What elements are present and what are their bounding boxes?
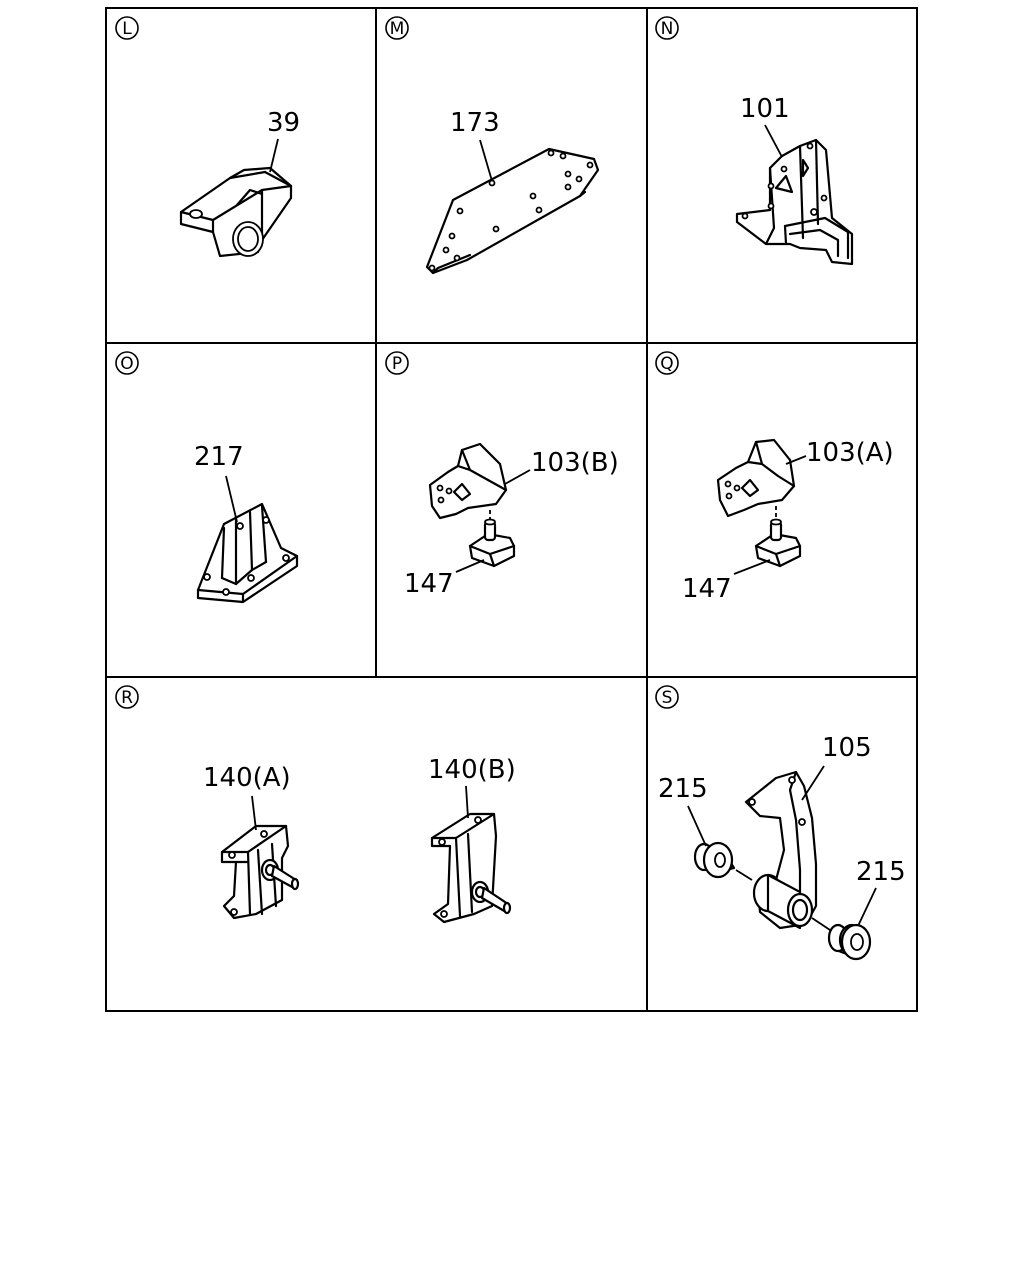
leader-line <box>733 559 771 575</box>
part-label-147: 147 <box>404 569 454 599</box>
leader-line <box>225 475 238 523</box>
mounting-plate-part-173[interactable] <box>425 147 600 275</box>
panel-id-badge: O <box>115 351 139 375</box>
part-label-217: 217 <box>194 442 244 472</box>
part-label-215: 215 <box>856 857 906 887</box>
engine-mount-bracket-part-39[interactable] <box>179 166 293 258</box>
center-line <box>735 869 753 881</box>
panel-n: N 101 <box>655 16 854 266</box>
svg-text:O: O <box>120 354 133 374</box>
leader-line <box>465 785 469 819</box>
leader-line <box>687 805 707 847</box>
svg-text:S: S <box>662 688 673 708</box>
panel-p: P 103(B) 147 <box>385 351 619 599</box>
leader-line <box>857 887 877 927</box>
mount-bracket-part-103a[interactable] <box>716 438 796 518</box>
bushing-part-215-left[interactable] <box>693 841 736 879</box>
bracket-arm-part-105[interactable] <box>744 770 818 930</box>
center-line <box>811 917 831 931</box>
panel-id-badge: N <box>655 16 679 40</box>
bushing-part-215-right[interactable] <box>827 923 872 961</box>
part-label-39: 39 <box>267 108 300 138</box>
panel-id-badge: M <box>385 16 409 40</box>
part-label-215: 215 <box>658 774 708 804</box>
leader-line <box>251 795 257 831</box>
panel-r: R 140(A) 140(B) <box>115 685 516 924</box>
leader-line <box>479 139 493 182</box>
part-label-140b: 140(B) <box>428 755 516 785</box>
panel-id-badge: R <box>115 685 139 709</box>
svg-text:N: N <box>661 19 674 39</box>
svg-text:Q: Q <box>660 354 673 374</box>
diagram-grid <box>105 7 918 1012</box>
leader-line <box>504 469 531 485</box>
engine-mount-part-140a[interactable] <box>220 824 300 920</box>
panel-s: S 105 <box>655 685 906 961</box>
panel-id-badge: L <box>115 16 139 40</box>
bracket-assembly-part-101[interactable] <box>735 138 854 266</box>
svg-text:L: L <box>122 19 132 39</box>
mount-bracket-part-217[interactable] <box>196 502 299 604</box>
leader-line <box>269 138 279 173</box>
svg-text:R: R <box>121 688 133 708</box>
leader-line <box>785 455 807 465</box>
leader-line <box>764 124 783 158</box>
rubber-cushion-part-147[interactable] <box>468 518 516 568</box>
leader-line <box>455 559 485 573</box>
rubber-cushion-part-147[interactable] <box>754 518 802 568</box>
panel-id-badge: Q <box>655 351 679 375</box>
panel-id-badge: S <box>655 685 679 709</box>
panel-id-badge: P <box>385 351 409 375</box>
panel-m: M 173 <box>385 16 600 275</box>
svg-text:P: P <box>392 354 402 374</box>
part-label-101: 101 <box>740 94 790 124</box>
panel-l: L 39 <box>115 16 300 258</box>
leader-line <box>801 765 825 801</box>
engine-mount-part-140b[interactable] <box>430 812 512 924</box>
panel-q: Q 103(A) 147 <box>655 351 894 604</box>
part-label-140a: 140(A) <box>203 763 291 793</box>
part-label-173: 173 <box>450 108 500 138</box>
part-label-147: 147 <box>682 574 732 604</box>
panel-o: O 217 <box>115 351 299 604</box>
part-label-103a: 103(A) <box>806 438 894 468</box>
part-label-103b: 103(B) <box>531 448 619 478</box>
svg-text:M: M <box>390 19 405 39</box>
mount-bracket-part-103b[interactable] <box>428 442 508 520</box>
part-label-105: 105 <box>822 733 872 763</box>
